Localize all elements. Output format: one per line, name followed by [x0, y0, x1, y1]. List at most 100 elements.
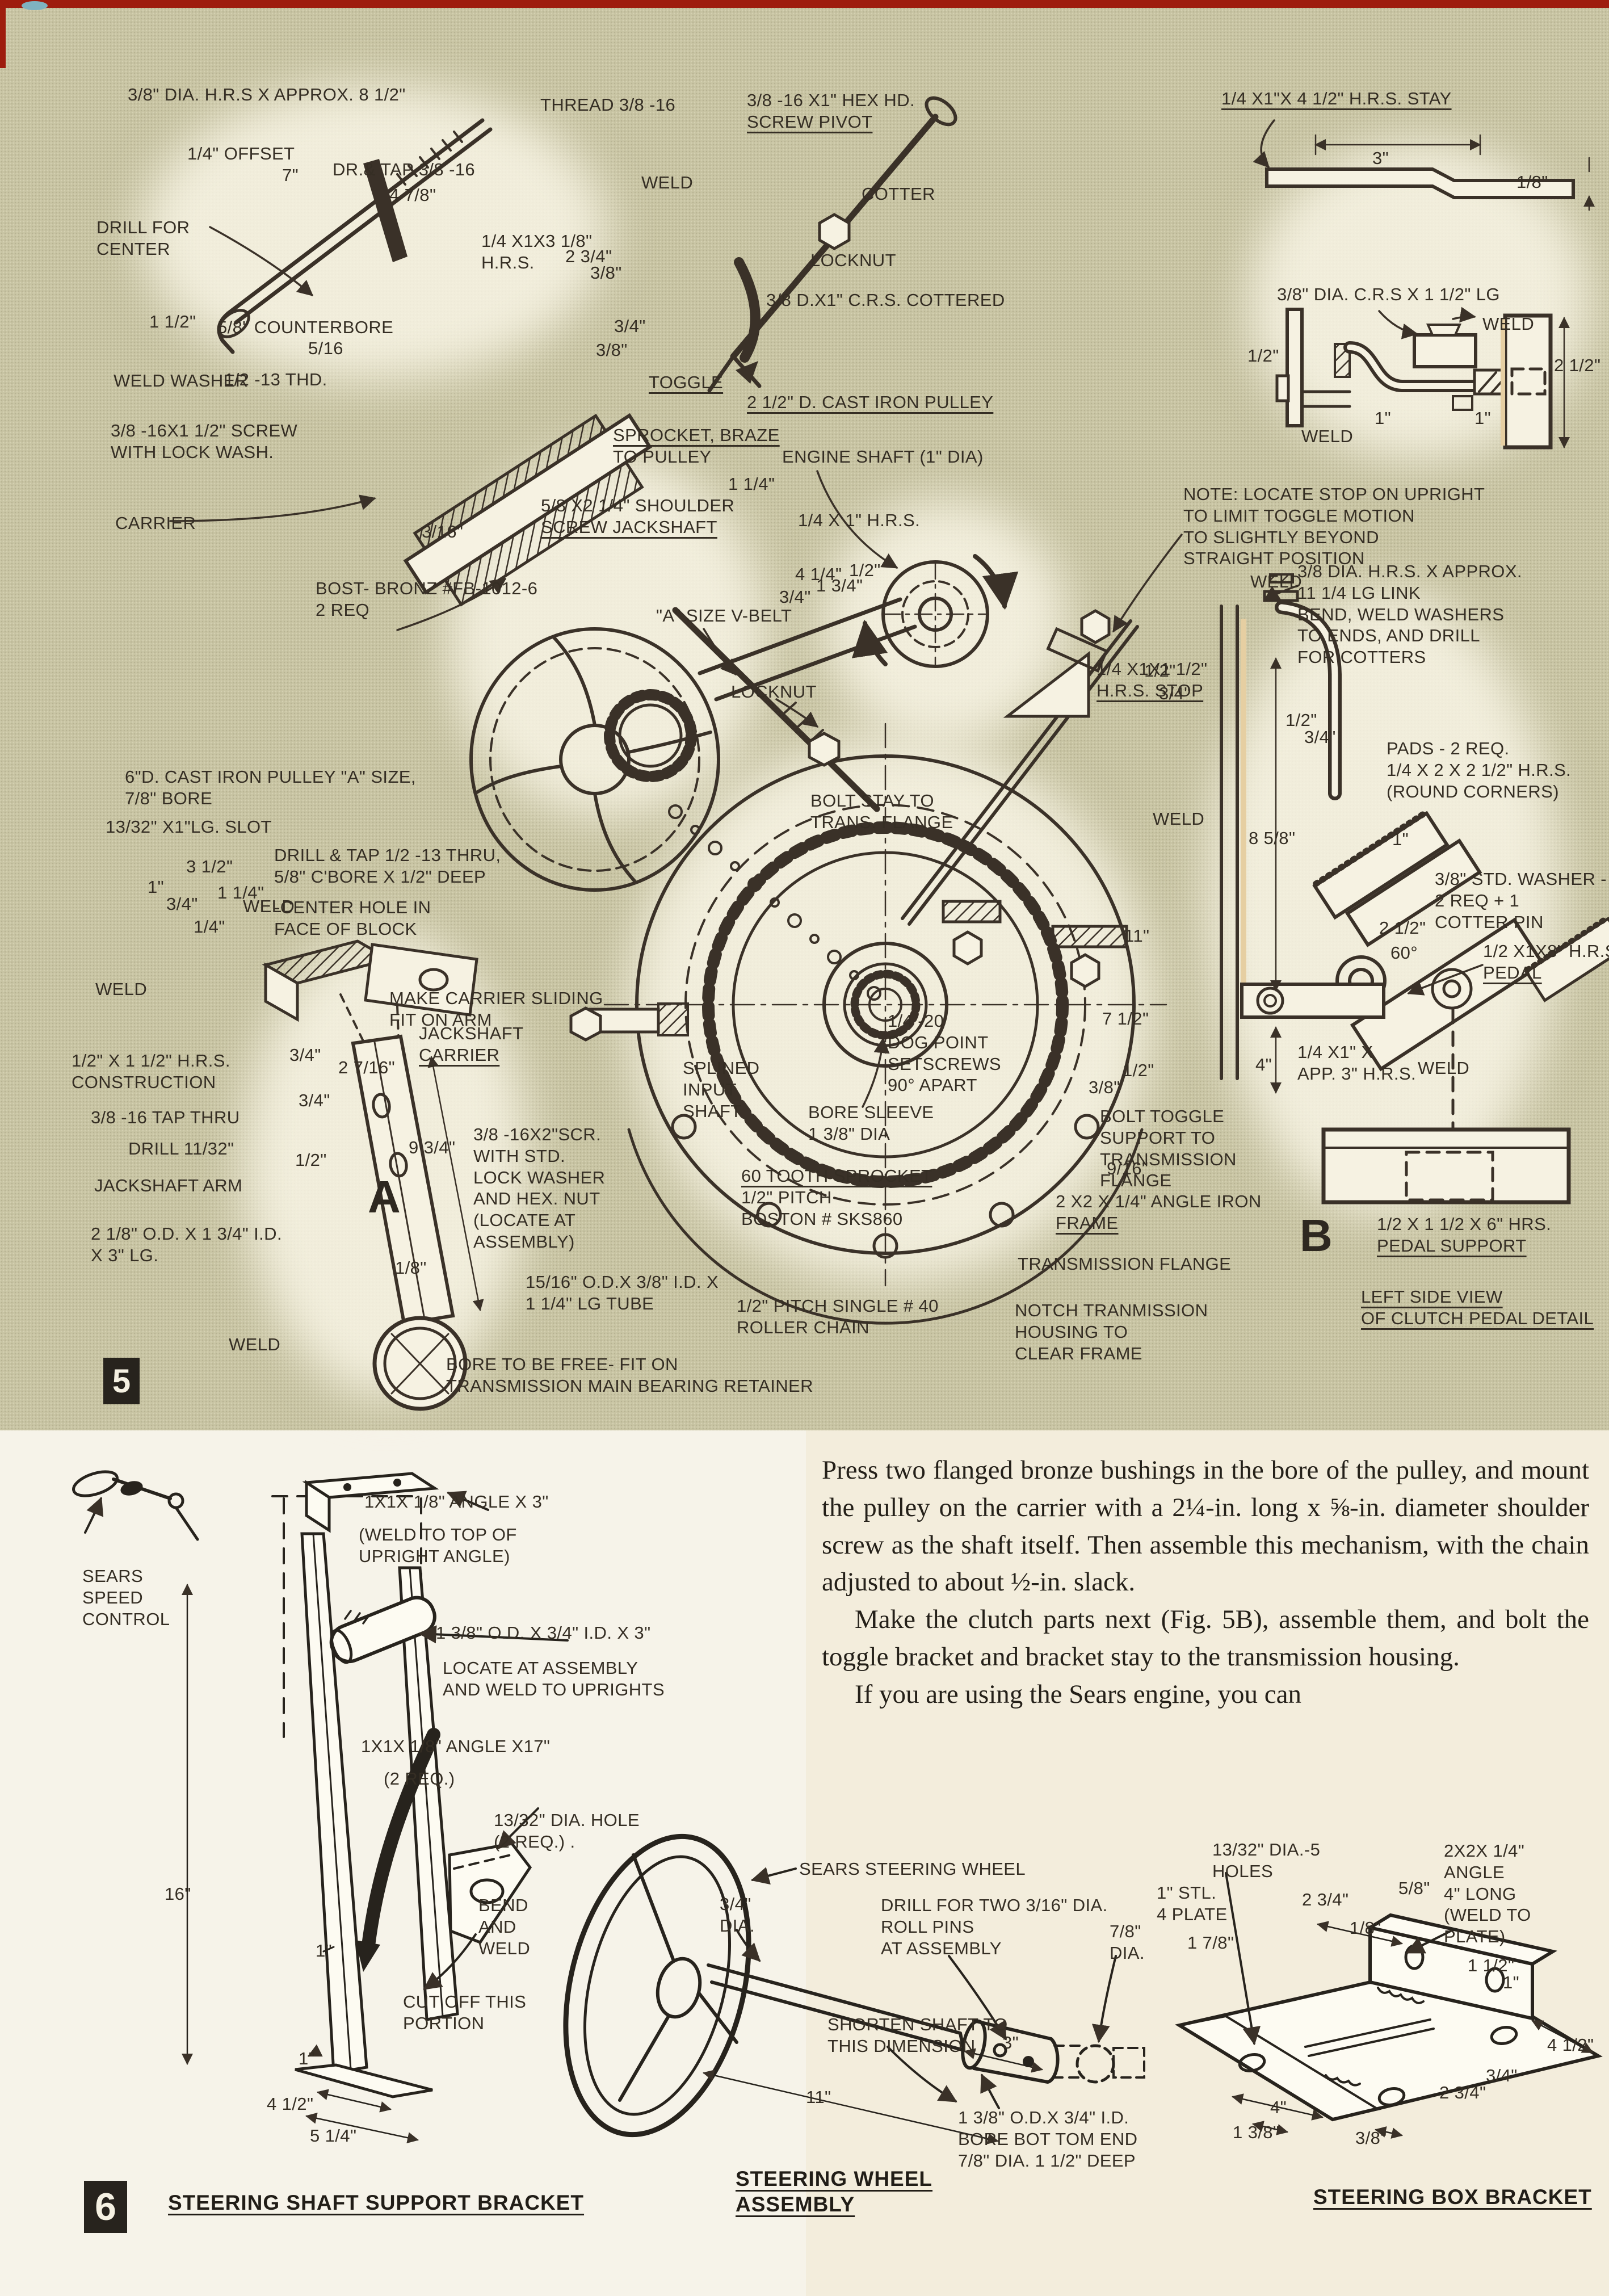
- steering-box-bracket-drawing: [1175, 1872, 1603, 2139]
- annotation: 4 1/2": [1547, 2035, 1594, 2055]
- annotation: A: [368, 1172, 401, 1222]
- annotation: 5/16: [308, 338, 343, 358]
- annotation: 3/8" DIA. C.R.S X 1 1/2" LG: [1277, 284, 1500, 304]
- annotation: JACKSHAFT ARM: [94, 1176, 243, 1195]
- annotation: 3 1/2": [186, 857, 233, 876]
- annotation: 4": [1255, 1055, 1272, 1074]
- annotation: 3/4": [1304, 727, 1336, 747]
- annotation: WELD WASHER: [114, 371, 249, 391]
- annotation: PADS - 2 REQ.1/4 X 2 X 2 1/2" H.R.S.(ROU…: [1387, 738, 1572, 801]
- annotation: 1/8": [1516, 172, 1548, 192]
- figure-6-title: STEERING SHAFT SUPPORT BRACKET: [168, 2191, 585, 2214]
- box-title: STEERING BOX BRACKET: [1313, 2185, 1592, 2209]
- annotation: 1/4 X1"X 4 1/2" H.R.S. STAY: [1221, 89, 1452, 108]
- annotation: 4 7/8": [389, 185, 436, 205]
- annotation: WELD: [1301, 426, 1354, 446]
- article-paragraph: If you are using the Sears engine, you c…: [855, 1679, 1301, 1709]
- annotation: 1/2 X 1 1/2 X 6" HRS.PEDAL SUPPORT: [1377, 1214, 1552, 1256]
- annotation: 1X1X 1/8" ANGLE X 3": [364, 1492, 549, 1512]
- figure-5-badge: 5: [103, 1358, 140, 1404]
- annotation: 9/16": [1107, 1159, 1149, 1178]
- figure-6-badge: 6: [84, 2181, 127, 2233]
- annotation: 1": [1392, 829, 1409, 849]
- annotation: CARRIER: [115, 513, 196, 533]
- annotation: 3/4": [299, 1090, 330, 1110]
- annotation: 1 3/4": [816, 576, 863, 595]
- annotation: 1 1/2": [149, 312, 196, 331]
- annotation: 1": [299, 2049, 316, 2068]
- annotation: 13/32" X1"LG. SLOT: [106, 817, 272, 837]
- annotation: 5/8": [1398, 1878, 1430, 1898]
- annotation: 1/2": [1247, 346, 1279, 366]
- annotation: 2 1/2": [1554, 355, 1601, 375]
- annotation: 8 5/8": [1249, 828, 1296, 848]
- annotation: B: [1300, 1210, 1333, 1261]
- annotation: SEARS STEERING WHEEL: [799, 1859, 1026, 1879]
- annotation: 2 3/4": [1439, 2083, 1486, 2102]
- annotation: 3/4": [1159, 683, 1191, 703]
- annotation: 1X1X 1/8" ANGLE X17": [361, 1736, 551, 1756]
- annotation: 60°: [1390, 943, 1418, 963]
- annotation: 3/8": [1089, 1077, 1120, 1097]
- annotation: 1": [148, 877, 165, 897]
- annotation: 13/32" DIA. HOLE(2 REQ.) .: [494, 1810, 640, 1852]
- annotation: 5/8" COUNTERBORE: [217, 317, 394, 337]
- annotation: 11": [1124, 926, 1150, 946]
- annotation: 9 3/4": [409, 1137, 456, 1157]
- annotation: 2 1/2": [1379, 918, 1426, 938]
- wheel-title: STEERING WHEEL ASSEMBLY: [736, 2167, 933, 2217]
- annotation: 1 3/8": [1233, 2122, 1280, 2142]
- annotation: 1 1/4": [728, 474, 775, 494]
- annotation: LOCKNUT: [810, 250, 896, 270]
- annotation: 1 7/8": [1187, 1933, 1234, 1953]
- annotation: THREAD 3/8 -16: [540, 95, 676, 115]
- annotation: 1/2": [849, 560, 881, 580]
- annotation: 1/2": [1144, 661, 1176, 681]
- annotation: 4 1/2": [267, 2094, 314, 2114]
- scan-speck: [22, 1, 48, 10]
- annotation: 3/4": [614, 316, 646, 336]
- annotation: DR.& TAP 3/8 -16: [333, 159, 476, 179]
- annotation: 3/8 D.X1" C.R.S. COTTERED: [766, 290, 1005, 310]
- annotation: TOGGLE: [649, 372, 724, 392]
- annotation: 3": [1002, 2033, 1019, 2052]
- annotation: LOCKNUT: [731, 682, 817, 702]
- annotation: 1/4": [194, 917, 225, 937]
- annotation: WELD: [1153, 809, 1205, 829]
- annotation: 1": [1503, 1972, 1520, 1992]
- annotation: 3/4": [779, 587, 811, 607]
- annotation: 1" STL.4 PLATE: [1157, 1883, 1228, 1924]
- annotation: 7": [282, 165, 299, 185]
- figure-5-drawing: [169, 96, 1609, 1411]
- annotation: 1/4 X1X1 1/2"H.R.S. STOP: [1097, 659, 1208, 700]
- annotation: 3/8": [1355, 2128, 1387, 2148]
- figure-6-drawing: [72, 1470, 569, 2144]
- annotation: 1/2": [1285, 710, 1317, 730]
- annotation: 1 1/4": [217, 883, 264, 903]
- annotation: 1 1/2": [1468, 1955, 1515, 1975]
- article-paragraph: Press two flanged bronze bushings in the…: [822, 1455, 1589, 1597]
- annotation: 4 1/4": [795, 564, 842, 584]
- annotation: 3/8 -16 X1" HEX HD.SCREW PIVOT: [747, 90, 915, 132]
